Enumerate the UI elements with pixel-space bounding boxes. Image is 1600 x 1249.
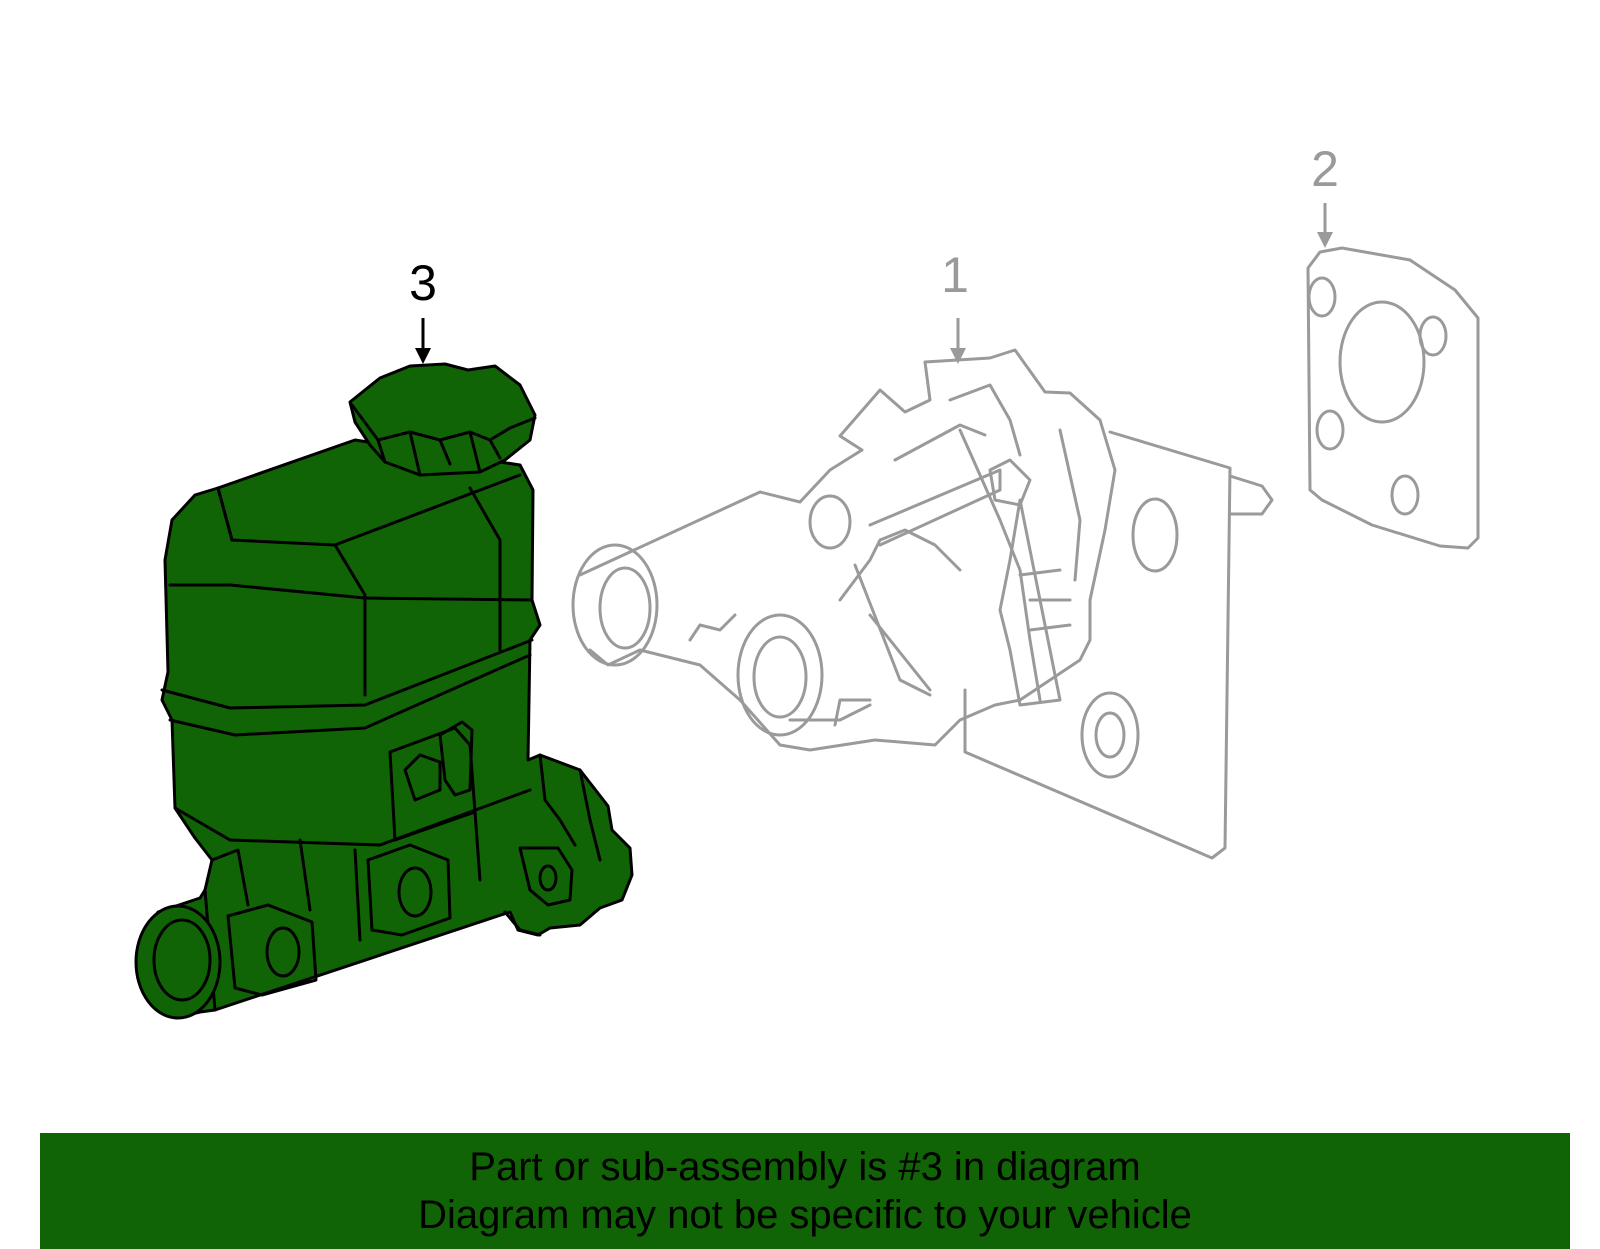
master-cylinder[interactable] <box>134 362 634 1020</box>
callout-1: 1 <box>941 247 969 364</box>
brake-booster-outline <box>571 348 1274 860</box>
gasket-outline <box>1306 246 1480 550</box>
callout-3-arrow-icon <box>415 348 431 364</box>
callout-3: 3 <box>409 255 437 364</box>
port-hole <box>397 866 433 918</box>
callout-2-arrow-icon <box>1317 232 1333 248</box>
callout-2: 2 <box>1311 141 1339 248</box>
info-banner: Part or sub-assembly is #3 in diagram Di… <box>40 1133 1570 1249</box>
port-hole <box>265 926 301 978</box>
callout-1-arrow-icon <box>950 348 966 364</box>
master-cylinder-body <box>138 438 634 1020</box>
callout-2-number: 2 <box>1311 141 1339 197</box>
port-hole <box>538 864 558 892</box>
bore-end-cap <box>134 904 222 1020</box>
banner-line-1: Part or sub-assembly is #3 in diagram <box>469 1145 1141 1189</box>
callout-3-number: 3 <box>409 255 437 311</box>
callout-1-number: 1 <box>941 247 969 303</box>
reservoir-cap <box>348 362 537 477</box>
banner-line-2: Diagram may not be specific to your vehi… <box>418 1193 1192 1237</box>
